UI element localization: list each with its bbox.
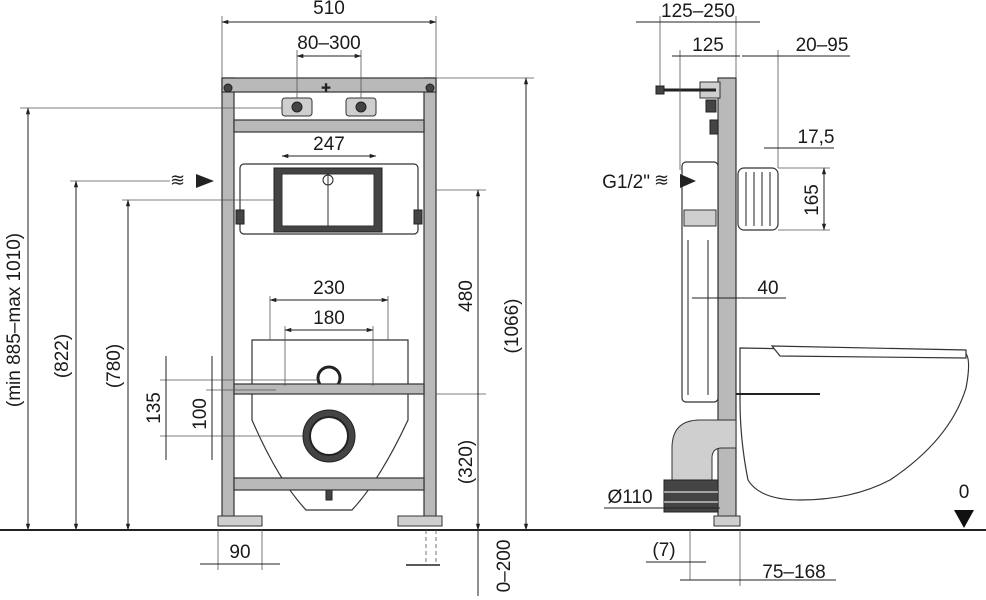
side-drain-outlet bbox=[663, 479, 719, 513]
dim-width: 510 bbox=[313, 0, 345, 19]
dim-drain-offset: 100 bbox=[190, 398, 211, 430]
side-frame bbox=[717, 77, 737, 523]
side-inlet-arrow bbox=[680, 174, 696, 188]
cross-mark: ✚ bbox=[321, 81, 331, 95]
dim-total-height: (1066) bbox=[502, 299, 523, 354]
side-small-part-1 bbox=[705, 99, 717, 113]
dim-depth-range: 125–250 bbox=[661, 1, 735, 22]
front-foot-left bbox=[217, 515, 263, 527]
side-small-part-2 bbox=[709, 119, 719, 135]
dim-button-width: 247 bbox=[313, 134, 345, 155]
dim-height-range: (min 885–max 1010) bbox=[4, 233, 25, 407]
front-foot-rail bbox=[233, 477, 425, 491]
side-valve bbox=[683, 209, 717, 227]
dim-bolt-outer: 230 bbox=[313, 278, 345, 299]
dim-tank-depth: 480 bbox=[456, 280, 477, 312]
front-inlet-arrow bbox=[196, 174, 214, 188]
cistern-clip-left bbox=[235, 209, 245, 225]
dim-frame-thickness: 40 bbox=[757, 278, 778, 299]
dim-foot-width: 90 bbox=[229, 542, 250, 563]
side-cistern bbox=[681, 161, 719, 403]
dim-bowl-offset: 75–168 bbox=[762, 562, 825, 583]
side-foot bbox=[713, 515, 741, 527]
front-inlet-wave-icon: ≋ bbox=[170, 170, 185, 190]
side-view: ≋ bbox=[654, 77, 970, 527]
dim-button-height-side: 165 bbox=[802, 184, 823, 216]
inlet-label: G1/2" bbox=[602, 172, 650, 193]
side-wc-bowl bbox=[739, 347, 970, 501]
screw-tr bbox=[425, 83, 435, 93]
side-anchor-end bbox=[655, 85, 665, 95]
flush-target bbox=[322, 174, 334, 186]
dim-inlet-height: (822) bbox=[52, 334, 73, 378]
side-dimensions: 125–250 125 20–95 17,5 165 G1/2" 40 Ø110… bbox=[602, 1, 974, 586]
dim-gap: (7) bbox=[652, 540, 675, 561]
bolt-right bbox=[355, 101, 367, 113]
front-view: ✚ ≋ bbox=[170, 77, 443, 566]
dim-drain-height: (320) bbox=[456, 440, 477, 484]
screw-tl bbox=[223, 83, 233, 93]
front-left-upright bbox=[221, 77, 235, 523]
front-drain-inner bbox=[309, 416, 349, 456]
side-wc-seat bbox=[770, 345, 967, 359]
floor-level-triangle bbox=[954, 510, 974, 528]
floor-level-label: 0 bbox=[959, 482, 970, 503]
front-foot-right bbox=[397, 515, 443, 527]
front-dimensions: 510 80–300 247 230 180 (min 885–max 1010… bbox=[4, 0, 534, 596]
front-right-upright bbox=[423, 77, 437, 523]
front-second-rail bbox=[233, 119, 425, 133]
bolt-left bbox=[291, 101, 303, 113]
dim-button-offset: 17,5 bbox=[798, 127, 835, 148]
dim-drain-diameter: Ø110 bbox=[607, 487, 652, 508]
dim-depth: 125 bbox=[692, 35, 724, 56]
front-top-rail bbox=[221, 77, 437, 93]
dim-button-depth: 20–95 bbox=[796, 35, 849, 56]
cistern-clip-right bbox=[413, 209, 423, 225]
dim-foot-extension: 0–200 bbox=[494, 540, 515, 593]
side-button-housing bbox=[737, 167, 779, 231]
dim-rail-spacing: 80–300 bbox=[297, 33, 360, 54]
front-lower-rail bbox=[233, 383, 425, 395]
side-inlet-wave-icon: ≋ bbox=[654, 170, 669, 190]
dim-bolt-to-drain: 135 bbox=[144, 392, 165, 424]
dim-bolt-inner: 180 bbox=[313, 308, 345, 329]
dim-button-height: (780) bbox=[104, 344, 125, 388]
